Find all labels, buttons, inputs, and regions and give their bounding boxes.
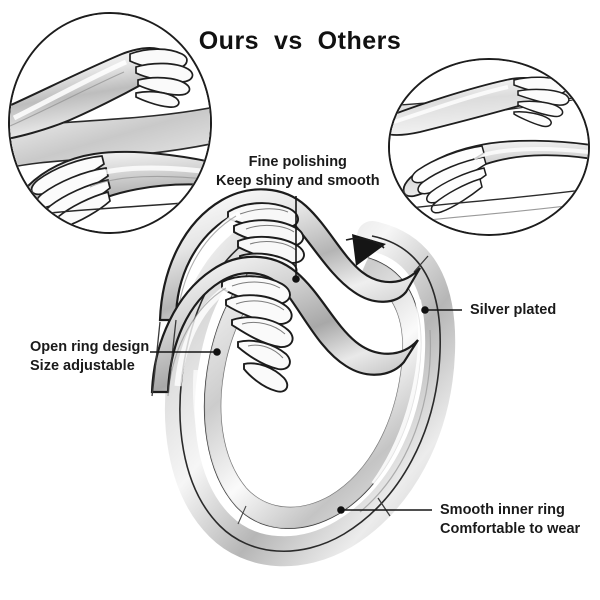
ring-band <box>164 215 456 567</box>
annotation-fine-polishing-line2: Keep shiny and smooth <box>216 173 380 190</box>
annotation-smooth-inner-ring-line2: Comfortable to wear <box>440 521 581 538</box>
inset-ours <box>8 12 212 234</box>
annotation-silver-plated-line1: Silver plated <box>470 302 557 318</box>
page-title: Ours vs Others <box>198 27 402 55</box>
hug-hands-motif <box>150 188 421 397</box>
annotation-smooth-inner-ring-line1: Smooth inner ring <box>440 502 565 518</box>
annotation-smooth-inner-ring: Smooth inner ring Comfortable to wear <box>440 501 580 539</box>
leader-dot-silver-plated <box>421 306 429 314</box>
leader-dots <box>213 275 429 514</box>
annotation-fine-polishing: Fine polishing Keep shiny and smooth <box>216 153 380 191</box>
others-hands-illustration <box>390 60 588 234</box>
annotation-open-ring-design-line2: Size adjustable <box>30 358 135 375</box>
leader-lines <box>150 196 462 511</box>
annotation-fine-polishing-line1: Fine polishing <box>248 154 347 170</box>
annotation-open-ring-design-line1: Open ring design <box>30 339 150 355</box>
ours-hands-illustration <box>10 14 210 232</box>
inset-others <box>388 58 590 236</box>
leader-dot-fine-polishing <box>292 275 300 283</box>
annotation-open-ring-design: Open ring design Size adjustable <box>30 338 149 376</box>
leader-dot-open-ring-design <box>213 348 221 356</box>
leader-dot-smooth-inner-ring <box>337 506 345 514</box>
annotation-silver-plated: Silver plated <box>470 301 556 320</box>
